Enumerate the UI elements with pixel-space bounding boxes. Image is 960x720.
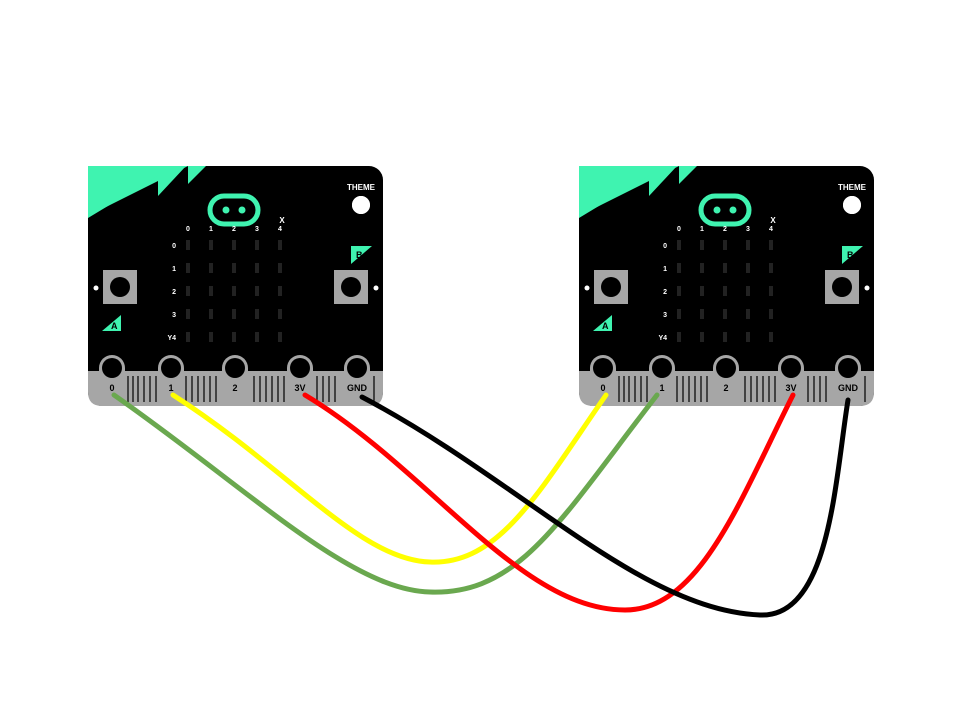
pin-0[interactable]: 0 [600,383,605,393]
theme-label: THEME [838,183,867,192]
microbit-left: THEME B A X 0 1 2 3 4 0 1 2 3 Y4 0 1 2 3… [88,166,383,406]
x-axis-label: X [770,216,776,225]
pin-2[interactable]: 2 [723,383,728,393]
button-b[interactable] [334,270,368,304]
button-a[interactable] [103,270,137,304]
svg-text:2: 2 [232,226,236,233]
pin-1[interactable]: 1 [168,383,173,393]
button-b-label: B [847,250,854,260]
button-a[interactable] [594,270,628,304]
theme-button[interactable] [843,196,861,214]
theme-label: THEME [347,183,376,192]
button-a-label: A [602,321,609,331]
red-wire[interactable] [302,392,796,613]
green-wire[interactable] [111,392,660,595]
svg-text:1: 1 [700,226,704,233]
svg-text:3: 3 [663,312,667,319]
svg-text:1: 1 [172,266,176,273]
svg-text:Y4: Y4 [658,335,667,342]
svg-text:0: 0 [186,226,190,233]
svg-text:2: 2 [172,289,176,296]
x-axis-label: X [279,216,285,225]
pin-3v[interactable]: 3V [785,383,796,393]
button-b[interactable] [825,270,859,304]
button-a-label: A [111,321,118,331]
svg-text:2: 2 [663,289,667,296]
pin-3v[interactable]: 3V [294,383,305,393]
svg-text:3: 3 [255,226,259,233]
pin-0[interactable]: 0 [109,383,114,393]
svg-text:Y4: Y4 [167,335,176,342]
pin-labels: 0 1 2 3V GND [600,383,858,393]
svg-text:4: 4 [769,226,773,233]
pin-labels: 0 1 2 3V GND [109,383,367,393]
svg-text:3: 3 [172,312,176,319]
button-b-label: B [356,250,363,260]
yellow-wire[interactable] [170,392,609,565]
svg-text:4: 4 [278,226,282,233]
svg-text:1: 1 [209,226,213,233]
svg-text:3: 3 [746,226,750,233]
svg-text:0: 0 [172,243,176,250]
pin-2[interactable]: 2 [232,383,237,393]
led-col-labels: 0 1 2 3 4 [677,226,773,233]
pin-1[interactable]: 1 [659,383,664,393]
led-row-labels: 0 1 2 3 Y4 [658,243,667,342]
pin-gnd[interactable]: GND [347,383,368,393]
microbit-right: THEME B A X 0 1 2 3 4 0 1 2 3 Y4 0 1 2 3… [579,166,874,406]
led-row-labels: 0 1 2 3 Y4 [167,243,176,342]
svg-text:1: 1 [663,266,667,273]
svg-text:0: 0 [677,226,681,233]
black-wire[interactable] [359,394,851,618]
theme-button[interactable] [352,196,370,214]
svg-text:0: 0 [663,243,667,250]
led-col-labels: 0 1 2 3 4 [186,226,282,233]
svg-text:2: 2 [723,226,727,233]
pin-gnd[interactable]: GND [838,383,859,393]
